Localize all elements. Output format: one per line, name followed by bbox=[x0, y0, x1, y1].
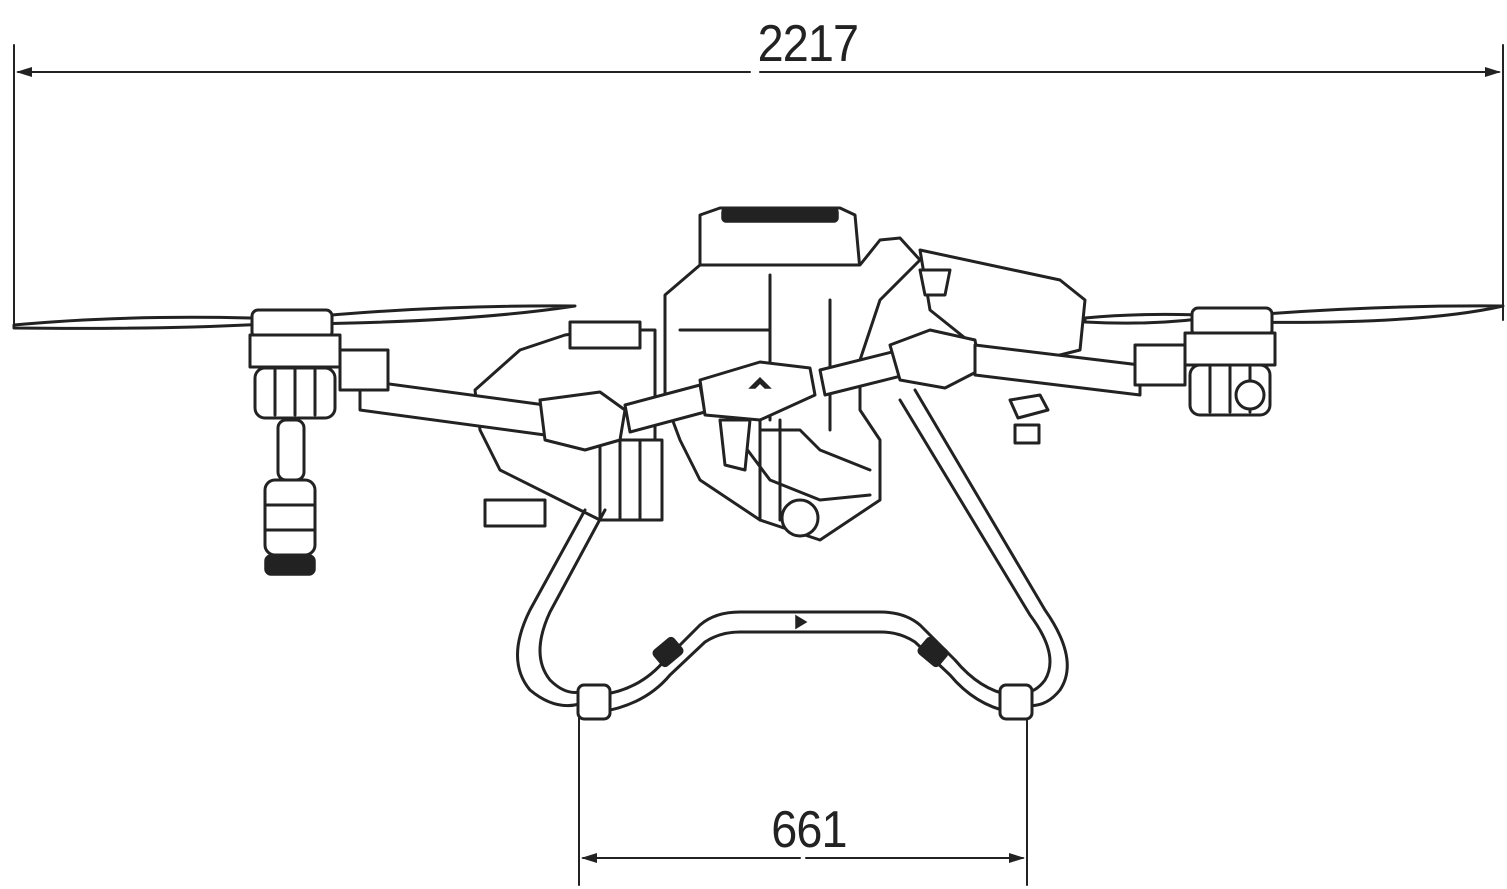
left-body-top-block bbox=[568, 320, 642, 350]
left-arm bbox=[358, 378, 707, 452]
right-propeller-blade-outer bbox=[1238, 304, 1505, 324]
left-motor-body bbox=[248, 333, 342, 369]
center-bracket bbox=[718, 418, 752, 472]
left-foot-block bbox=[483, 498, 547, 528]
skid-width-dimension bbox=[578, 717, 1028, 886]
left-skid-foot bbox=[576, 683, 612, 721]
skid-bar-top bbox=[598, 610, 1012, 697]
left-leg-inner bbox=[538, 508, 607, 694]
right-motor-assembly bbox=[1133, 306, 1277, 417]
overall-width-label: 2217 bbox=[757, 15, 859, 73]
right-motor-body bbox=[1183, 331, 1277, 367]
antenna-base bbox=[918, 268, 952, 297]
left-motor-mount bbox=[338, 348, 390, 392]
skid-width-label: 661 bbox=[771, 801, 847, 859]
left-leg-outer bbox=[516, 508, 592, 708]
center-hub bbox=[698, 360, 817, 472]
tank-handle bbox=[721, 207, 839, 223]
right-arm-clip bbox=[1008, 393, 1050, 420]
right-arm bbox=[818, 328, 1142, 445]
center-logo-mark bbox=[748, 376, 772, 389]
right-motor-mount bbox=[1133, 343, 1187, 387]
right-arm-tube bbox=[973, 343, 1142, 397]
overall-width-dimension bbox=[13, 44, 1504, 326]
right-motor-cap bbox=[1234, 379, 1266, 411]
left-propeller-blade-inner bbox=[298, 304, 577, 326]
left-motor-assembly bbox=[248, 308, 390, 576]
right-propeller bbox=[1083, 304, 1505, 325]
left-nozzle-head bbox=[263, 478, 317, 557]
right-arm-nut bbox=[1013, 423, 1041, 445]
left-nozzle-tip bbox=[264, 554, 316, 576]
left-arm-joint bbox=[538, 390, 627, 452]
left-skid-clamp bbox=[652, 636, 684, 668]
right-skid-clamp bbox=[917, 636, 949, 668]
skid-direction-mark bbox=[795, 614, 808, 630]
right-arm-joint bbox=[888, 328, 982, 390]
right-skid-foot bbox=[998, 683, 1034, 721]
skid-bar-bottom bbox=[598, 630, 1012, 714]
center-hub-block bbox=[698, 360, 817, 422]
tank-nozzle bbox=[780, 498, 820, 538]
left-nozzle-stem bbox=[276, 418, 306, 482]
landing-gear bbox=[516, 388, 1069, 721]
left-pump-box bbox=[598, 438, 664, 522]
